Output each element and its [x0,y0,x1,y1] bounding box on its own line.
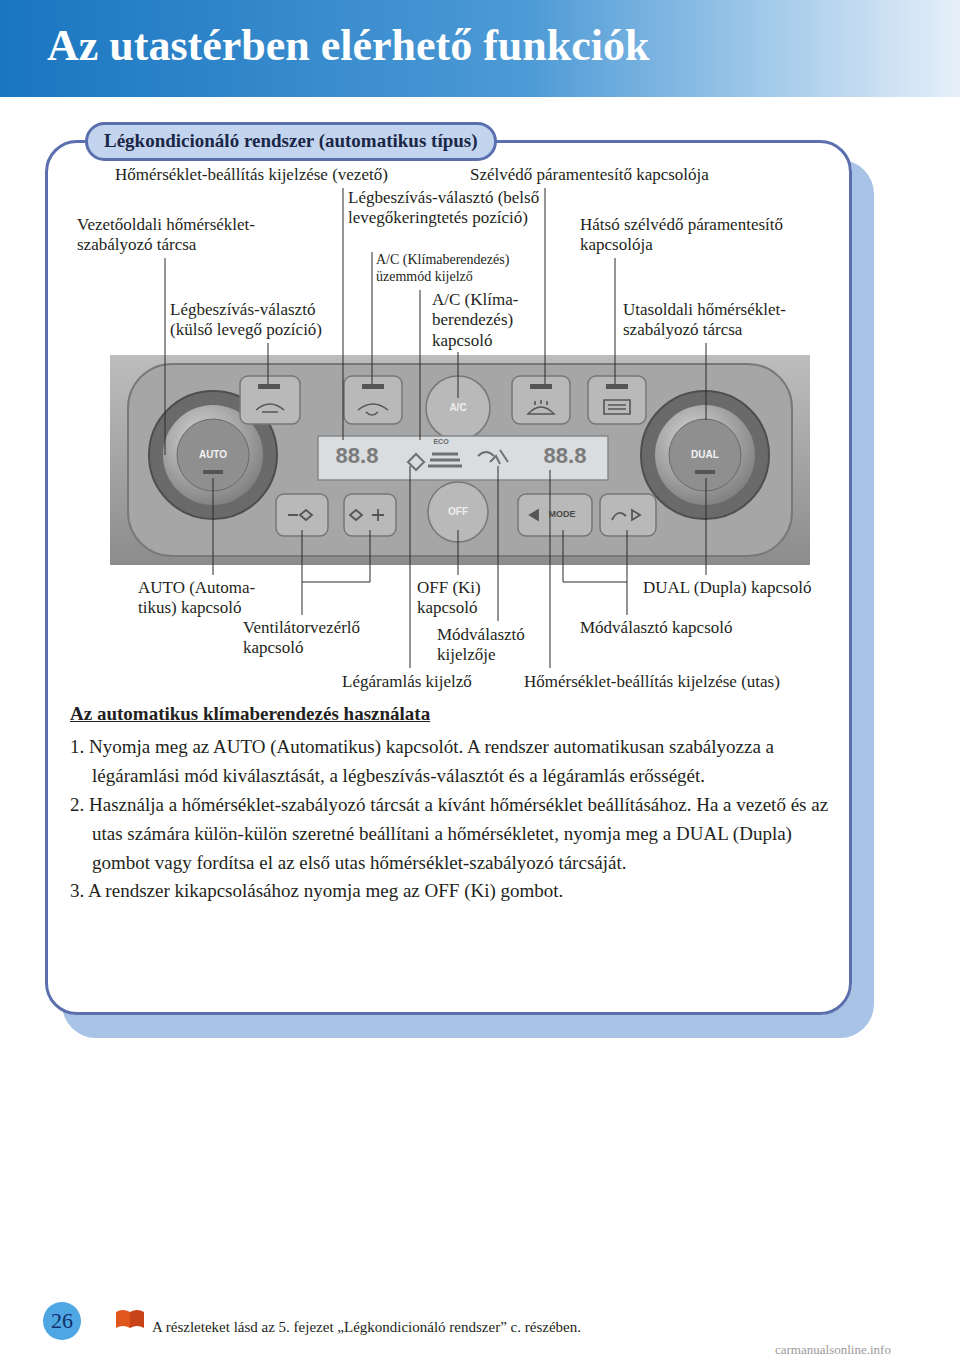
book-icon [116,1310,144,1328]
knob [655,405,755,505]
button [344,376,402,424]
button [588,376,646,424]
instruction-step: 1. Nyomja meg az AUTO (Automatikus) kapc… [70,733,845,791]
leader-line [410,466,411,668]
leader-line [268,343,269,384]
callout-label: Légbeszívás-választó (külső levegő pozíc… [170,300,348,341]
leader-line [615,258,616,384]
section-heading: Az automatikus klímaberendezés használat… [70,703,430,726]
callout-label: Légáramlás kijelző [342,672,472,692]
leader-line [165,258,166,455]
console-face [110,355,810,565]
page-number-circle: 26 [43,1302,81,1340]
button [518,494,592,536]
led [362,384,384,389]
button-text: OFF [440,507,476,517]
button-icons [256,400,630,415]
book-page [116,1310,130,1328]
outside-air-icon [256,404,284,412]
header-bar [0,0,960,97]
leader-line [420,290,421,440]
knob-cap [669,419,741,491]
knob-ring [641,391,769,519]
bottom-buttons [276,482,656,542]
button [240,376,300,424]
led [606,384,628,389]
page-number: 26 [51,1310,73,1332]
display-digits: 88.8 [530,445,600,467]
watermark: carmanualsonline.info [775,1342,891,1358]
top-buttons [240,376,646,440]
callout-label: OFF (Ki) kapcsoló [417,578,493,619]
callout-label: Ventilátorvezérlő kapcsoló [243,618,393,659]
mode-right-icon [612,510,640,520]
console-bezel [128,364,792,556]
callout-label: AUTO (Automa- tikus) kapcsoló [138,578,278,619]
callout-label: DUAL (Dupla) kapcsoló [643,578,811,598]
leader-line [706,343,707,420]
callout-label: Utasoldali hőmérséklet- szabályozó tárcs… [623,300,828,341]
button-text: A/C [440,403,476,413]
fan-minus-icon [288,510,312,520]
button-leds [258,384,628,389]
callout-label: Légbeszívás-választó (belső levegőkering… [348,188,543,229]
callout-label: Vezetőoldali hőmérséklet- szabályozó tár… [77,215,299,256]
led [258,384,280,389]
leader-bracket [563,530,627,615]
led [530,384,552,389]
leader-line [498,466,499,621]
mode-left-arrow [530,510,538,520]
instruction-step: 2. Használja a hőmérséklet-szabályozó tá… [70,791,845,878]
page-title: Az utastérben elérhető funkciók [47,20,650,71]
button [512,376,570,424]
leader-line [343,188,344,440]
leader-bracket [302,530,370,615]
display-icons [408,450,508,470]
book-page [130,1310,144,1328]
callout-label: Hátsó szélvédő páramentesítő kapcsolója [580,215,795,256]
callout-label: Szélvédő páramentesítő kapcsolója [470,165,709,185]
rear-defrost-icon [604,400,630,414]
footnote: A részleteket lásd az 5. fejezet „Légkon… [152,1318,581,1336]
section-tab: Légkondicionáló rendszer (automatikus tí… [85,122,497,161]
fan-bar [428,454,462,466]
button [344,494,396,536]
recirc-icon [358,404,388,415]
button-text: MODE [540,510,584,519]
mode-icon [478,450,508,464]
defrost-icon [528,400,554,414]
button [600,494,656,536]
callout-label: Módválasztó kapcsoló [580,618,733,638]
knob-text: AUTO [188,450,238,460]
knob-led [695,470,715,474]
instruction-step: 3. A rendszer kikapcsolásához nyomja meg… [70,877,845,906]
callout-label: A/C (Klímaberendezés) üzemmód kijelző [376,252,544,286]
leader-line [706,478,707,575]
callout-label: A/C (Klíma- berendezés) kapcsoló [432,290,542,351]
leader-line [458,530,459,575]
leader-line [458,352,459,398]
instruction-list: 1. Nyomja meg az AUTO (Automatikus) kapc… [70,733,845,906]
button [276,494,328,536]
display-text: ECO [428,438,454,445]
fan-plus-icon [350,509,384,521]
knob-text: DUAL [680,450,730,460]
climate-control-illustration [110,355,810,565]
callout-label: Hőmérséklet-beállítás kijelzése (utas) [524,672,780,692]
display-digits: 88.8 [322,445,392,467]
knob-led [203,470,223,474]
display-window [318,436,608,480]
leader-line [372,252,373,384]
leader-line [550,470,551,668]
panel-ground [45,140,852,1015]
callout-label: Módválasztó kijelzője [437,625,547,666]
callout-label: Hőmérséklet-beállítás kijelzése (vezető) [115,165,388,185]
leader-line [545,188,546,384]
leader-line [213,478,214,575]
